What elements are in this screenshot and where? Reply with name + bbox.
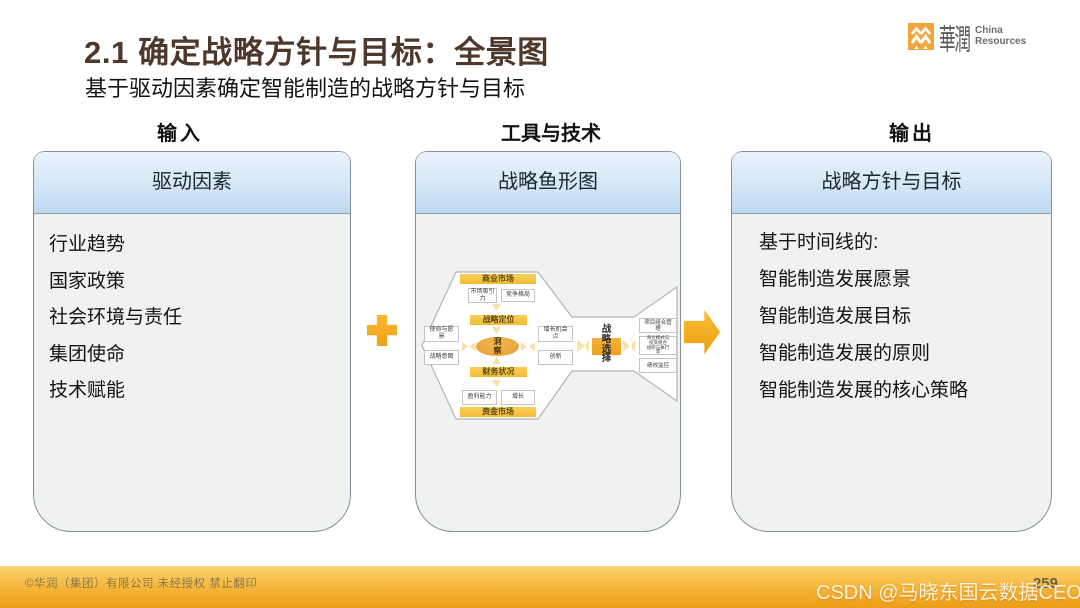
tools-card: 战略鱼形图 商业市场 战略定位 财务状况 资金市场 市场吸引 力 竞争格局 使命… (415, 151, 681, 532)
csdn-watermark: CSDN @马晓东国云数据CEO (816, 582, 1080, 604)
page-title: 2.1 确定战略方针与目标：全景图 (84, 35, 549, 70)
fish-box-mission: 使命与愿 景 (424, 326, 459, 342)
footer-bar: ©华润（集团）有限公司 未经授权 禁止翻印 259 (0, 566, 1080, 608)
output-card-header: 战略方针与目标 (732, 152, 1051, 214)
column-label-output: 输出 (889, 123, 935, 145)
list-item: 社会环境与责任 (49, 307, 183, 328)
fish-box-market-attraction: 市场吸引 力 (468, 288, 497, 303)
output-card-list: 基于时间线的: 智能制造发展愿景 智能制造发展目标 智能制造发展的原则 智能制造… (732, 214, 1051, 409)
fish-box-growth-opportunity: 增长机会 点 (538, 326, 573, 342)
list-item: 智能制造发展的原则 (759, 343, 931, 364)
page-subtitle: 基于驱动因素确定智能制造的战略方针与目标 (85, 76, 526, 101)
fish-choice-box (592, 338, 621, 355)
fish-tail-box-design: 商业模式与 投资组合 组织与执行 等 (639, 335, 677, 355)
list-item: 集团使命 (49, 343, 126, 365)
fish-tail-box-portfolio: 项目组合管 理 (639, 318, 677, 333)
input-card-header: 驱动因素 (34, 152, 350, 214)
fish-box-intent: 战略意图 (424, 350, 459, 365)
fish-box-profitability: 盈利能力 (462, 390, 497, 405)
flow-arrows (462, 304, 635, 387)
fish-bar-business-market: 商业市场 (460, 274, 536, 284)
mountain-logo-icon (908, 23, 934, 50)
list-item: 智能制造发展的核心策略 (759, 380, 969, 401)
fish-outline (421, 271, 678, 420)
fish-box-competition: 竞争格局 (501, 289, 535, 302)
list-item: 基于时间线的: (759, 232, 879, 253)
logo-english-text: China Resources (975, 25, 1027, 47)
fish-box-innovation: 创新 (538, 350, 573, 365)
fish-tail-box-monitor: 绩效监控 (639, 358, 677, 373)
input-card: 驱动因素 行业趋势 国家政策 社会环境与责任 集团使命 技术赋能 (33, 151, 351, 532)
plus-icon (366, 314, 398, 347)
fish-insight-ellipse: 洞 察 (476, 337, 519, 356)
fish-bar-strategic-position: 战略定位 (470, 315, 527, 325)
company-logo: 華潤 China Resources (906, 20, 1066, 56)
fish-choice-label: 战 略 选 择 (601, 324, 612, 365)
list-item: 智能制造发展愿景 (759, 269, 912, 290)
right-arrow-icon (683, 309, 721, 355)
copyright-text: ©华润（集团）有限公司 未经授权 禁止翻印 (25, 578, 258, 590)
page-number: 259 (1032, 575, 1058, 592)
list-item: 行业趋势 (49, 234, 126, 255)
fish-box-grow: 增长 (501, 390, 535, 405)
tools-card-header: 战略鱼形图 (416, 152, 680, 214)
logo-chinese-text: 華潤 (939, 22, 971, 57)
column-label-input: 输入 (157, 123, 203, 145)
column-label-tools: 工具与技术 (501, 123, 601, 145)
input-card-list: 行业趋势 国家政策 社会环境与责任 集团使命 技术赋能 (34, 214, 350, 410)
fish-bar-financial-status: 财务状况 (470, 367, 527, 377)
list-item: 技术赋能 (49, 380, 126, 401)
fish-bar-capital-market: 资金市场 (460, 407, 536, 417)
list-item: 国家政策 (49, 270, 126, 292)
output-card: 战略方针与目标 基于时间线的: 智能制造发展愿景 智能制造发展目标 智能制造发展… (731, 151, 1052, 532)
list-item: 智能制造发展目标 (759, 306, 912, 327)
